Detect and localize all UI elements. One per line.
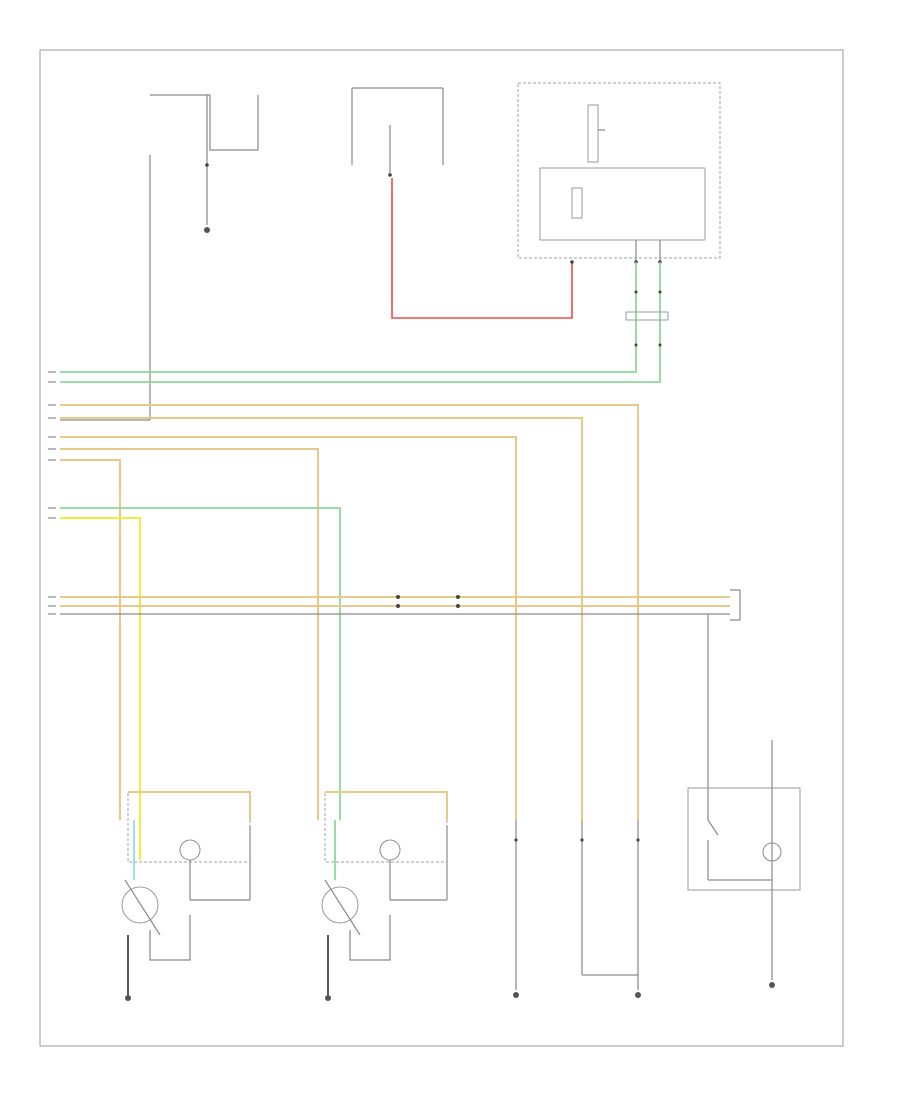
lamp-icon bbox=[762, 842, 782, 862]
ground-icon bbox=[769, 982, 775, 988]
top-left-module bbox=[60, 94, 259, 421]
switch-icon bbox=[321, 886, 359, 924]
left-pin-marks bbox=[48, 371, 56, 615]
connector-icon bbox=[388, 173, 392, 177]
left-switch-assembly bbox=[121, 791, 251, 1001]
instrument-cluster bbox=[517, 82, 721, 264]
middle-switch-assembly bbox=[321, 791, 448, 1001]
connector-icon bbox=[205, 163, 209, 167]
switch-icon bbox=[121, 886, 159, 924]
ground-icon bbox=[125, 995, 131, 1001]
far-right-switch bbox=[687, 740, 801, 988]
fuse-block bbox=[351, 87, 444, 177]
wire-yellow bbox=[60, 517, 141, 860]
wire-green-3 bbox=[60, 507, 341, 820]
wire-red bbox=[391, 178, 573, 319]
wire-green-2 bbox=[60, 262, 661, 383]
lamp-icon bbox=[179, 839, 201, 861]
right-lamp-group bbox=[513, 820, 641, 998]
ground-icon bbox=[635, 992, 641, 998]
ground-icon bbox=[325, 995, 331, 1001]
diagram-frame bbox=[39, 49, 844, 1047]
middle-bus bbox=[60, 589, 741, 800]
tan-bus bbox=[60, 404, 639, 820]
ground-icon bbox=[204, 227, 210, 233]
lamp-icon bbox=[379, 839, 401, 861]
wire-green-1 bbox=[60, 262, 637, 373]
ground-icon bbox=[513, 992, 519, 998]
